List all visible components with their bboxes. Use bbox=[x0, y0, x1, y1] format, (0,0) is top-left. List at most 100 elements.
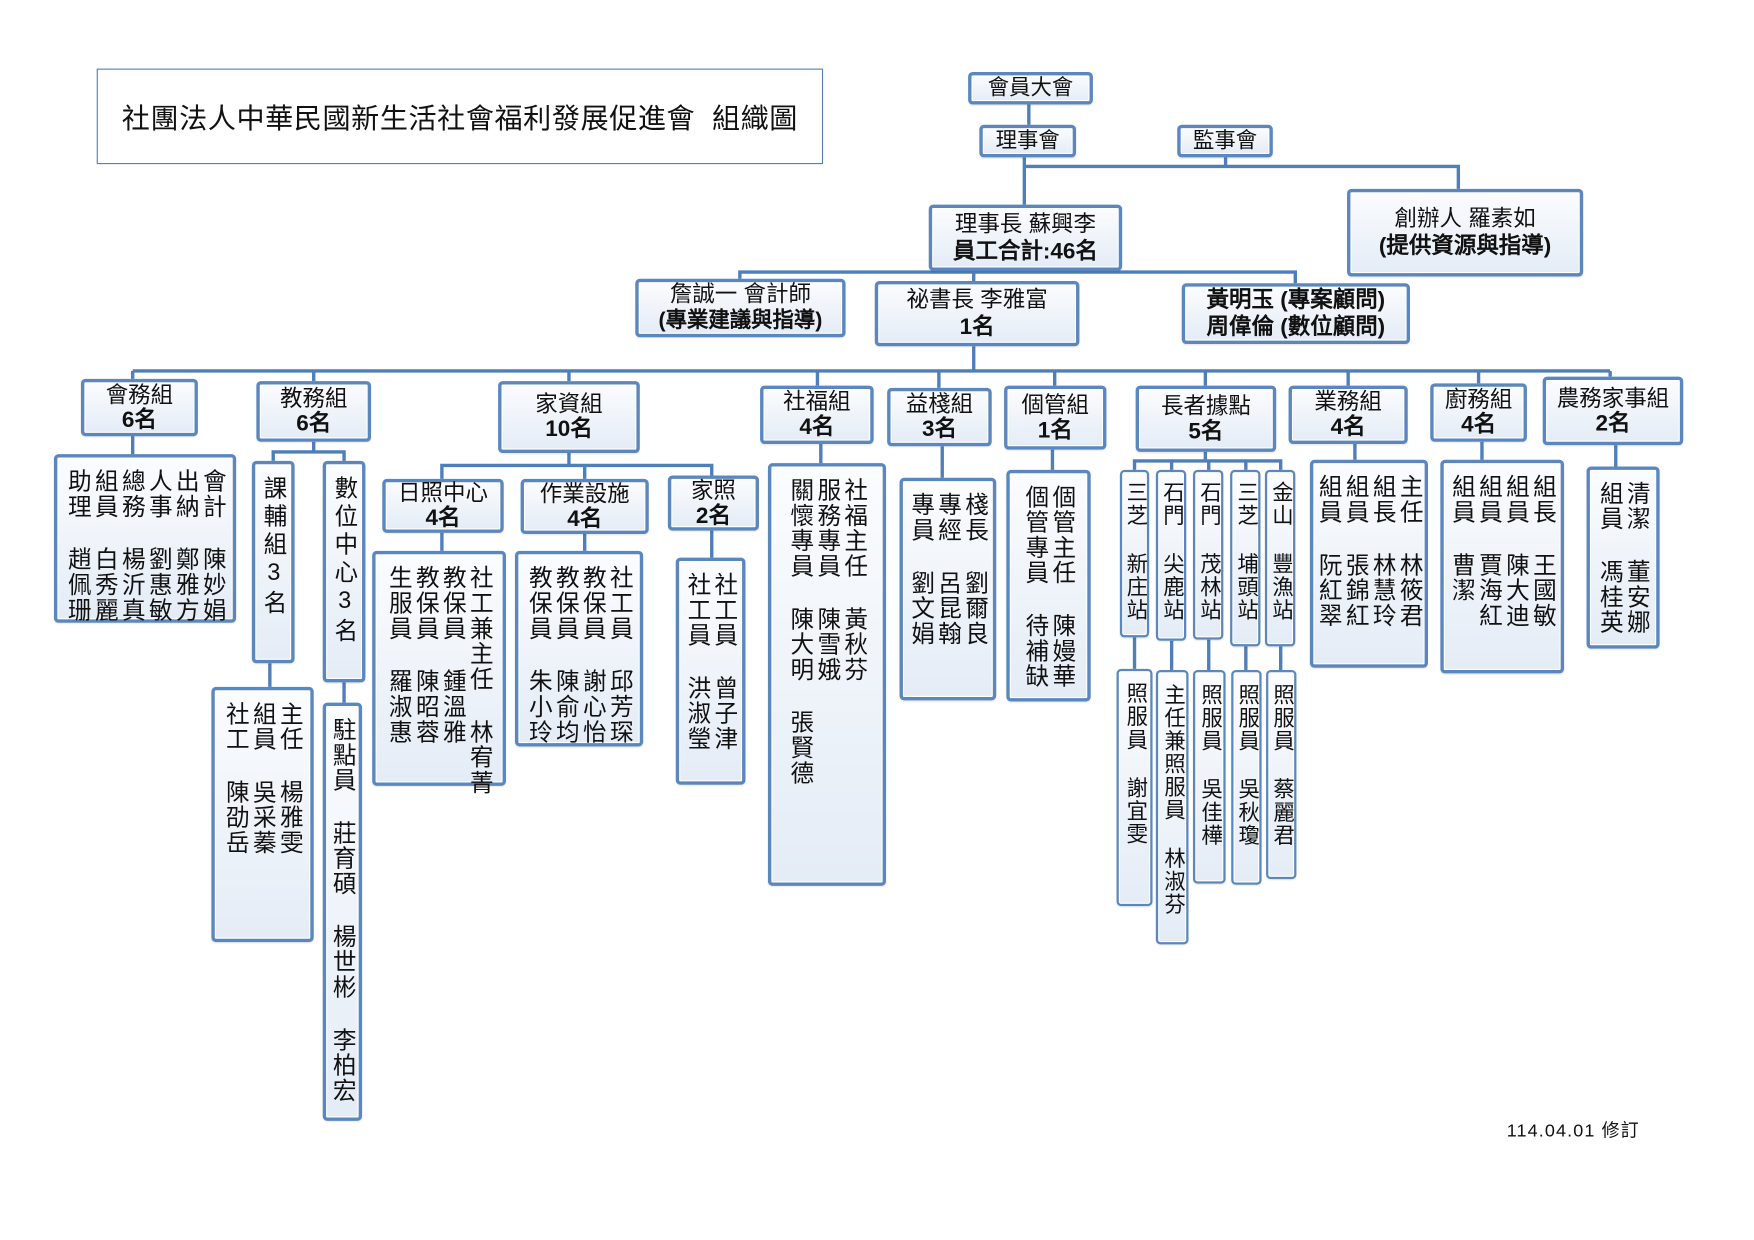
revision-note: 114.04.01 修訂 bbox=[1506, 1121, 1640, 1142]
secretary-general-box: 祕書長 李雅富 1名 bbox=[874, 281, 1080, 347]
kitchen-staff-box: 組長 王國敏 組員 陳大迪 組員 賈海紅 組員 曹潔 bbox=[1440, 459, 1565, 674]
group-case-management: 個管組 1名 bbox=[1004, 385, 1107, 450]
unit-count: 4名 bbox=[425, 505, 461, 531]
staff-list: 駐點員 莊育碩 楊世彬 李柏宏 bbox=[329, 717, 356, 1103]
staff-list: 主任兼照服員 林淑芬 bbox=[1160, 684, 1185, 917]
workshop-staff-box: 社工員 邱芳琛 教保員 謝心怡 教保員 陳俞均 教保員 朱小玲 bbox=[514, 550, 644, 747]
group-name: 個管組 bbox=[1021, 392, 1089, 418]
project-advisor: 黃明玉 (專案顧問) bbox=[1206, 287, 1386, 313]
connector-line bbox=[1024, 164, 1461, 189]
group-count: 4名 bbox=[799, 414, 835, 440]
staff-entry: 教保員 鍾溫雅 bbox=[440, 565, 467, 745]
staff-entry: 主任兼照服員 林淑芬 bbox=[1160, 683, 1185, 917]
group-farm-housekeeping: 農務家事組 2名 bbox=[1542, 376, 1684, 446]
staff-entry: 棧長 劉爾良 bbox=[962, 492, 989, 647]
station-staff-box: 照服員 蔡麗君 bbox=[1266, 670, 1297, 880]
accountant-name: 詹誠一 會計師 bbox=[669, 282, 812, 307]
staff-entry: 社福主任 黃秋芬 bbox=[841, 477, 868, 683]
unit-count: 4名 bbox=[567, 506, 603, 532]
group-kitchen: 廚務組 4名 bbox=[1430, 383, 1527, 442]
group-name: 教務組 bbox=[279, 386, 348, 412]
farm-staff-box: 清潔 董安娜 組員 馮桂英 bbox=[1586, 466, 1660, 649]
home-care-staff-box: 社工員 曾子津 社工員 洪淑瑩 bbox=[675, 557, 746, 785]
staff-entry: 助理 趙佩珊 bbox=[65, 468, 92, 623]
staff-list: 社福主任 黃秋芬 服務專員 陳雪娥 關懷專員 陳大明 張賢德 bbox=[787, 478, 868, 786]
staff-entry: 專經 呂昆翰 bbox=[935, 492, 962, 647]
advisors-box: 黃明玉 (專案顧問) 周偉倫 (數位顧問) bbox=[1181, 283, 1410, 345]
staff-entry: 組員 吳采蓁 bbox=[250, 701, 277, 856]
staff-entry: 組員 曹潔 bbox=[1449, 474, 1476, 604]
staff-entry: 社工員 曾子津 bbox=[711, 572, 738, 752]
group-count: 3名 bbox=[921, 417, 957, 442]
welfare-staff-box: 社福主任 黃秋芬 服務專員 陳雪娥 關懷專員 陳大明 張賢德 bbox=[767, 463, 887, 886]
general-assembly-label: 會員大會 bbox=[987, 75, 1074, 100]
group-yizhan: 益棧組 3名 bbox=[887, 387, 992, 447]
group-name: 廚務組 bbox=[1444, 387, 1513, 413]
staff-entry: 駐點員 莊育碩 楊世彬 李柏宏 bbox=[330, 717, 356, 1104]
group-count: 2名 bbox=[1595, 410, 1631, 436]
station-box: 三芝 埔頭站 bbox=[1230, 469, 1261, 647]
station-name: 三芝 新庄站 bbox=[1123, 481, 1147, 622]
staff-entry: 組員 阮紅翠 bbox=[1316, 474, 1342, 629]
station-staff-box: 照服員 吳佳樺 bbox=[1192, 670, 1226, 884]
station-staff-box: 照服員 吳秋瓊 bbox=[1231, 670, 1262, 885]
staff-entry: 主任 林筱君 bbox=[1397, 474, 1423, 629]
station-staff-box: 照服員 謝宜雯 bbox=[1116, 668, 1153, 907]
staff-list: 棧長 劉爾良 專經 呂昆翰 專員 劉文娟 bbox=[907, 492, 989, 647]
yizhan-staff-box: 棧長 劉爾良 專經 呂昆翰 專員 劉文娟 bbox=[899, 477, 997, 701]
staff-list: 照服員 吳佳樺 bbox=[1197, 684, 1222, 848]
home-care-box: 家照 2名 bbox=[667, 475, 759, 531]
digital-staff-box: 駐點員 莊育碩 楊世彬 李柏宏 bbox=[322, 702, 363, 1121]
staff-entry: 教保員 陳昭蓉 bbox=[413, 565, 440, 745]
group-name: 會務組 bbox=[105, 382, 174, 408]
station-label: 石門 茂林站 bbox=[1196, 481, 1221, 622]
case-management-staff-box: 個管主任 陳嫚華 個管專員 待補缺 bbox=[1006, 469, 1091, 702]
staff-entry: 組長 林慧玲 bbox=[1370, 474, 1396, 629]
general-assembly-box: 會員大會 bbox=[968, 71, 1093, 105]
staff-entry: 社工員 邱芳琛 bbox=[607, 565, 634, 745]
board-label: 理事會 bbox=[995, 128, 1060, 153]
tutoring-unit-label: 課輔組3名 bbox=[260, 475, 287, 619]
staff-entry: 總務 楊沂真 bbox=[119, 468, 146, 623]
station-label: 三芝 埔頭站 bbox=[1233, 481, 1258, 622]
station-staff-box: 主任兼照服員 林淑芬 bbox=[1155, 670, 1189, 945]
staff-entry: 組長 王國敏 bbox=[1530, 474, 1557, 629]
staff-entry: 組員 白秀麗 bbox=[92, 468, 119, 623]
staff-entry: 照服員 謝宜雯 bbox=[1123, 682, 1147, 846]
chart-title: 社團法人中華民國新生活社會福利發展促進會 組織圖 bbox=[121, 102, 798, 135]
tutoring-staff-box: 主任 楊雅雯 組員 吳采蓁 社工 陳劭岳 bbox=[211, 686, 314, 943]
staff-entry: 組員 賈海紅 bbox=[1476, 474, 1503, 629]
staff-entry: 教保員 朱小玲 bbox=[526, 565, 553, 745]
daycare-center-box: 日照中心 4名 bbox=[382, 478, 504, 533]
staff-entry: 組員 馮桂英 bbox=[1597, 481, 1624, 636]
digital-advisor: 周偉倫 (數位顧問) bbox=[1206, 314, 1386, 340]
station-box: 三芝 新庄站 bbox=[1119, 469, 1150, 638]
group-count: 5名 bbox=[1188, 418, 1224, 444]
station-name: 石門 尖鹿站 bbox=[1159, 481, 1184, 622]
staff-entry: 服務專員 陳雪娥 bbox=[814, 477, 841, 683]
unit-label: 課輔組3名 bbox=[260, 476, 287, 619]
affairs-staff-box: 會計 陳妙娟 出納 鄭雅方 人事 劉惠敏 總務 楊沂真 組員 白秀麗 助理 趙佩… bbox=[53, 454, 237, 623]
group-name: 長者據點 bbox=[1160, 394, 1251, 419]
connector-line bbox=[738, 270, 1297, 284]
station-name: 三芝 埔頭站 bbox=[1234, 481, 1258, 622]
station-name: 石門 茂林站 bbox=[1196, 481, 1221, 622]
staff-entry: 生服員 羅淑惠 bbox=[386, 565, 413, 745]
group-affairs: 會務組 6名 bbox=[80, 378, 198, 437]
staff-list: 社工員 曾子津 社工員 洪淑瑩 bbox=[684, 572, 738, 751]
business-staff-box: 主任 林筱君 組長 林慧玲 組員 張錦紅 組員 阮紅翠 bbox=[1309, 459, 1428, 668]
staff-list: 照服員 吳秋瓊 bbox=[1234, 684, 1259, 848]
station-label: 三芝 新庄站 bbox=[1122, 481, 1147, 622]
group-elder-stations: 長者據點 5名 bbox=[1135, 385, 1277, 452]
group-count: 4名 bbox=[1461, 412, 1497, 438]
connector-line bbox=[440, 463, 714, 479]
group-education: 教務組 6名 bbox=[256, 381, 372, 442]
chairman-box: 理事長 蘇興李 員工合計:46名 bbox=[928, 204, 1123, 271]
chart-title-box: 社團法人中華民國新生活社會福利發展促進會 組織圖 bbox=[96, 68, 824, 165]
digital-center-box: 數位中心3名 bbox=[322, 460, 366, 683]
unit-name: 家照 bbox=[690, 478, 736, 504]
group-count: 1名 bbox=[1037, 417, 1073, 443]
staff-entry: 清潔 董安娜 bbox=[1624, 481, 1651, 636]
staff-entry: 個管主任 陳嫚華 bbox=[1049, 484, 1076, 690]
